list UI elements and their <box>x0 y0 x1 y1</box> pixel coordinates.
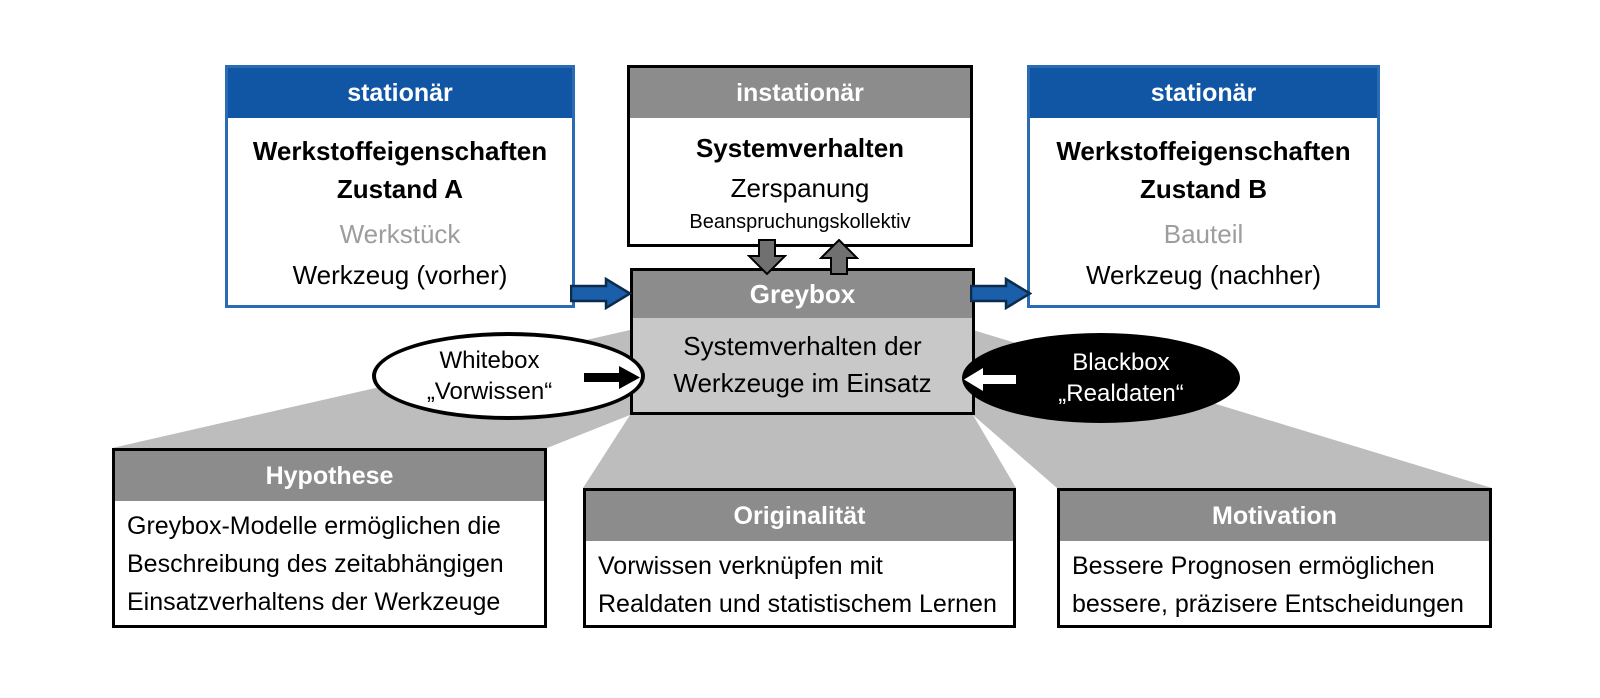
system-behavior-line-3: Beanspruchungskollektiv <box>689 210 911 233</box>
blackbox-line-2: „Realdaten“ <box>1058 380 1184 407</box>
whitebox-line-1: Whitebox <box>439 347 540 374</box>
hypothese-line-2: Beschreibung des zeitabhängigen <box>127 550 504 578</box>
motivation-header: Motivation <box>1060 491 1489 541</box>
whitebox-line-2: „Vorwissen“ <box>426 378 553 405</box>
load-down-arrow-icon <box>747 239 787 275</box>
state-a-box: stationär Werkstoffeigenschaften Zustand… <box>225 65 575 308</box>
blackbox-ellipse: Blackbox „Realdaten“ <box>962 333 1240 423</box>
flow-arrow-in-icon <box>570 277 632 310</box>
state-b-header: stationär <box>1030 68 1377 118</box>
hypothese-line-3: Einsatzverhaltens der Werkzeuge <box>127 588 501 616</box>
state-a-body: Werkstoffeigenschaften Zustand A Werkstü… <box>228 118 572 305</box>
hypothese-box: Hypothese Greybox-Modelle ermöglichen di… <box>112 448 547 628</box>
originalitaet-line-1: Vorwissen verknüpfen mit <box>598 552 883 580</box>
state-a-line-1: Werkstoffeigenschaften <box>252 136 548 167</box>
state-a-header: stationär <box>228 68 572 118</box>
state-b-line-2: Zustand B <box>1139 174 1268 205</box>
greybox-line-1: Systemverhalten der <box>683 331 922 361</box>
greybox-line-2: Werkzeuge im Einsatz <box>673 368 932 398</box>
hypothese-body: Greybox-Modelle ermöglichen die Beschrei… <box>115 501 544 627</box>
system-behavior-line-2: Zerspanung <box>730 173 870 203</box>
state-b-line-3: Bauteil <box>1163 218 1244 249</box>
whitebox-ellipse: Whitebox „Vorwissen“ <box>372 332 645 420</box>
state-a-line-4: Werkzeug (vorher) <box>292 259 508 290</box>
state-a-title: Werkstoffeigenschaften Zustand A <box>253 132 547 208</box>
state-b-body: Werkstoffeigenschaften Zustand B Bauteil… <box>1030 118 1377 305</box>
state-a-line-2: Zustand A <box>336 174 464 205</box>
originalitaet-line-2: Realdaten und statistischem Lernen <box>598 590 997 618</box>
system-behavior-box: instationär Systemverhalten Zerspanung B… <box>627 65 973 247</box>
response-up-arrow-icon <box>819 239 859 275</box>
flow-arrow-out-icon <box>970 277 1032 310</box>
system-behavior-header: instationär <box>630 68 970 118</box>
motivation-line-1: Bessere Prognosen ermöglichen <box>1072 552 1435 580</box>
blackbox-arrow-icon <box>964 368 1016 391</box>
greybox-header: Greybox <box>633 271 972 318</box>
originalitaet-box: Originalität Vorwissen verknüpfen mit Re… <box>583 488 1016 628</box>
fan-to-originalitaet <box>583 415 1016 488</box>
hypothese-line-1: Greybox-Modelle ermöglichen die <box>127 512 501 540</box>
state-b-title: Werkstoffeigenschaften Zustand B <box>1056 132 1350 208</box>
hypothese-header: Hypothese <box>115 451 544 501</box>
greybox-body: Systemverhalten der Werkzeuge im Einsatz <box>633 318 972 412</box>
originalitaet-header: Originalität <box>586 491 1013 541</box>
system-behavior-body: Systemverhalten Zerspanung Beanspruchung… <box>630 118 970 244</box>
system-behavior-line-1: Systemverhalten <box>695 132 905 163</box>
motivation-line-2: bessere, präzisere Entscheidungen <box>1072 590 1464 618</box>
motivation-body: Bessere Prognosen ermöglichen bessere, p… <box>1060 541 1489 629</box>
originalitaet-body: Vorwissen verknüpfen mit Realdaten und s… <box>586 541 1013 629</box>
state-b-box: stationär Werkstoffeigenschaften Zustand… <box>1027 65 1380 308</box>
motivation-box: Motivation Bessere Prognosen ermöglichen… <box>1057 488 1492 628</box>
state-a-line-3: Werkstück <box>339 218 461 249</box>
state-b-line-4: Werkzeug (nachher) <box>1085 259 1322 290</box>
blackbox-line-1: Blackbox <box>1072 349 1170 376</box>
greybox-box: Greybox Systemverhalten der Werkzeuge im… <box>630 268 975 415</box>
state-b-line-1: Werkstoffeigenschaften <box>1056 136 1351 167</box>
whitebox-arrow-icon <box>584 366 640 389</box>
